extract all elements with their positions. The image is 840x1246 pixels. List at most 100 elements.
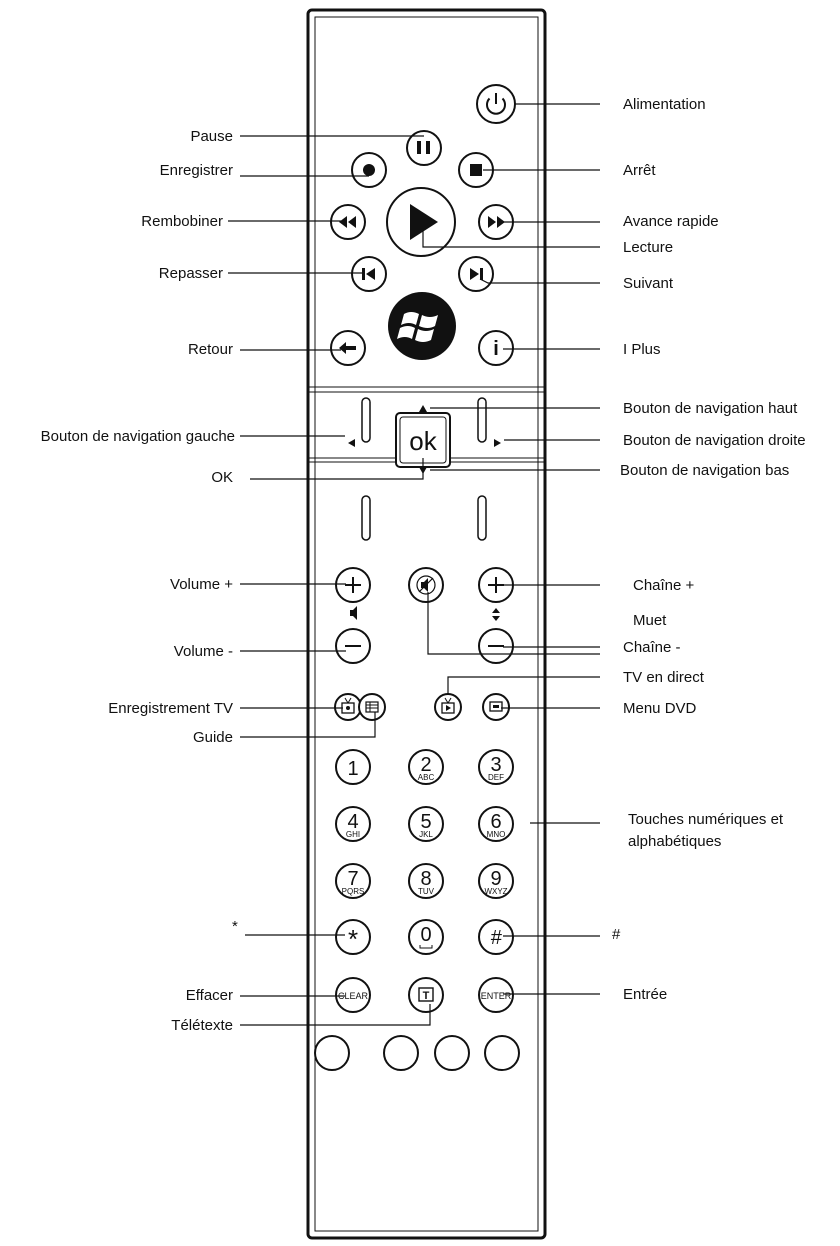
color-button-2[interactable] [383, 1035, 419, 1071]
plus-icon [488, 577, 504, 593]
rewind-button[interactable] [330, 204, 366, 240]
label-dvd-menu: Menu DVD [623, 700, 697, 717]
label-channel-down: Chaîne - [623, 639, 681, 656]
start-button[interactable] [388, 292, 456, 360]
label-keypad-line2: alphabétiques [628, 833, 721, 850]
ok-key-label: ok [409, 426, 437, 456]
svg-text:4: 4 [347, 811, 358, 833]
label-recorded-tv: Enregistrement TV [108, 700, 233, 717]
enter-button[interactable]: ENTER [478, 977, 514, 1013]
svg-text:2: 2 [420, 754, 431, 776]
volume-down-button[interactable] [335, 628, 371, 664]
key-hash[interactable]: # [478, 919, 514, 955]
key-7[interactable]: 7 PQRS [335, 863, 371, 899]
label-volume-up: Volume + [170, 576, 233, 593]
svg-text:8: 8 [420, 868, 431, 890]
record-icon [363, 164, 375, 176]
live-tv-icon [441, 697, 455, 714]
pause-icon [417, 141, 430, 154]
next-button[interactable] [458, 256, 494, 292]
key-3[interactable]: 3 DEF [478, 749, 514, 785]
svg-text:ABC: ABC [418, 773, 435, 782]
nav-right-button[interactable] [494, 439, 501, 447]
svg-text:*: * [348, 924, 358, 954]
svg-text:TUV: TUV [418, 887, 435, 896]
label-keypad-line1: Touches numériques et [628, 811, 784, 828]
nav-bar-bottom-left [361, 495, 371, 541]
key-1[interactable]: 1 [335, 749, 371, 785]
svg-text:3: 3 [490, 754, 501, 776]
live-tv-button[interactable] [434, 693, 462, 721]
fast-forward-icon [488, 216, 505, 228]
back-button[interactable] [330, 330, 366, 366]
key-star[interactable]: * [335, 919, 371, 955]
record-button[interactable] [351, 152, 387, 188]
label-fast-forward: Avance rapide [623, 213, 719, 230]
label-live-tv: TV en direct [623, 669, 705, 686]
key-9[interactable]: 9 WXYZ [478, 863, 514, 899]
svg-text:JKL: JKL [419, 830, 433, 839]
key-4[interactable]: 4 GHI [335, 806, 371, 842]
label-nav-left: Bouton de navigation gauche [41, 428, 235, 445]
nav-up-button[interactable] [419, 405, 427, 412]
nav-bar-top-left [361, 397, 371, 443]
nav-left-button[interactable] [348, 439, 355, 447]
svg-text:WXYZ: WXYZ [484, 887, 507, 896]
key-8[interactable]: 8 TUV [408, 863, 444, 899]
svg-text:MNO: MNO [487, 830, 506, 839]
stop-button[interactable] [458, 152, 494, 188]
remote-body-inner [314, 16, 539, 1232]
power-icon [486, 93, 506, 115]
key-6[interactable]: 6 MNO [478, 806, 514, 842]
recorded-tv-button[interactable] [334, 693, 362, 721]
label-play: Lecture [623, 239, 673, 256]
label-record: Enregistrer [160, 162, 233, 179]
nav-bar-top-right [477, 397, 487, 443]
color-button-1[interactable] [314, 1035, 350, 1071]
teletext-icon [418, 987, 434, 1002]
fast-forward-button[interactable] [478, 204, 514, 240]
label-nav-down: Bouton de navigation bas [620, 462, 789, 479]
key-0[interactable]: 0 [408, 919, 444, 955]
label-clear: Effacer [186, 987, 233, 1004]
key-5[interactable]: 5 JKL [408, 806, 444, 842]
mute-button[interactable] [408, 567, 444, 603]
power-button[interactable] [476, 84, 516, 124]
label-info: I Plus [623, 341, 661, 358]
replay-icon [362, 268, 375, 280]
pause-button[interactable] [406, 130, 442, 166]
speaker-icon [350, 606, 357, 620]
ok-button[interactable]: ok [395, 412, 451, 468]
svg-text:6: 6 [490, 811, 501, 833]
key-2[interactable]: 2 ABC [408, 749, 444, 785]
label-mute: Muet [633, 612, 667, 629]
svg-text:DEF: DEF [488, 773, 504, 782]
guide-grid-icon [365, 701, 379, 713]
label-volume-down: Volume - [174, 643, 233, 660]
nav-bar-bottom-right [477, 495, 487, 541]
clear-button[interactable]: CLEAR [335, 977, 371, 1013]
label-stop: Arrêt [623, 162, 656, 179]
volume-up-button[interactable] [335, 567, 371, 603]
svg-text:T: T [423, 990, 430, 1002]
play-button[interactable] [386, 187, 456, 257]
replay-button[interactable] [351, 256, 387, 292]
space-icon [419, 945, 433, 949]
svg-text:9: 9 [490, 868, 501, 890]
teletext-button[interactable]: T [408, 977, 444, 1013]
svg-text:ENTER: ENTER [481, 991, 512, 1001]
label-next: Suivant [623, 275, 674, 292]
windows-logo-icon [397, 312, 438, 342]
guide-button[interactable] [358, 693, 386, 721]
label-hash: # [612, 926, 621, 943]
dvd-menu-button[interactable] [482, 693, 510, 721]
color-button-4[interactable] [484, 1035, 520, 1071]
plus-icon [345, 577, 361, 593]
info-button[interactable]: i [478, 330, 514, 366]
label-enter: Entrée [623, 986, 667, 1003]
channel-down-button[interactable] [478, 628, 514, 664]
label-guide: Guide [193, 729, 233, 746]
color-button-3[interactable] [434, 1035, 470, 1071]
